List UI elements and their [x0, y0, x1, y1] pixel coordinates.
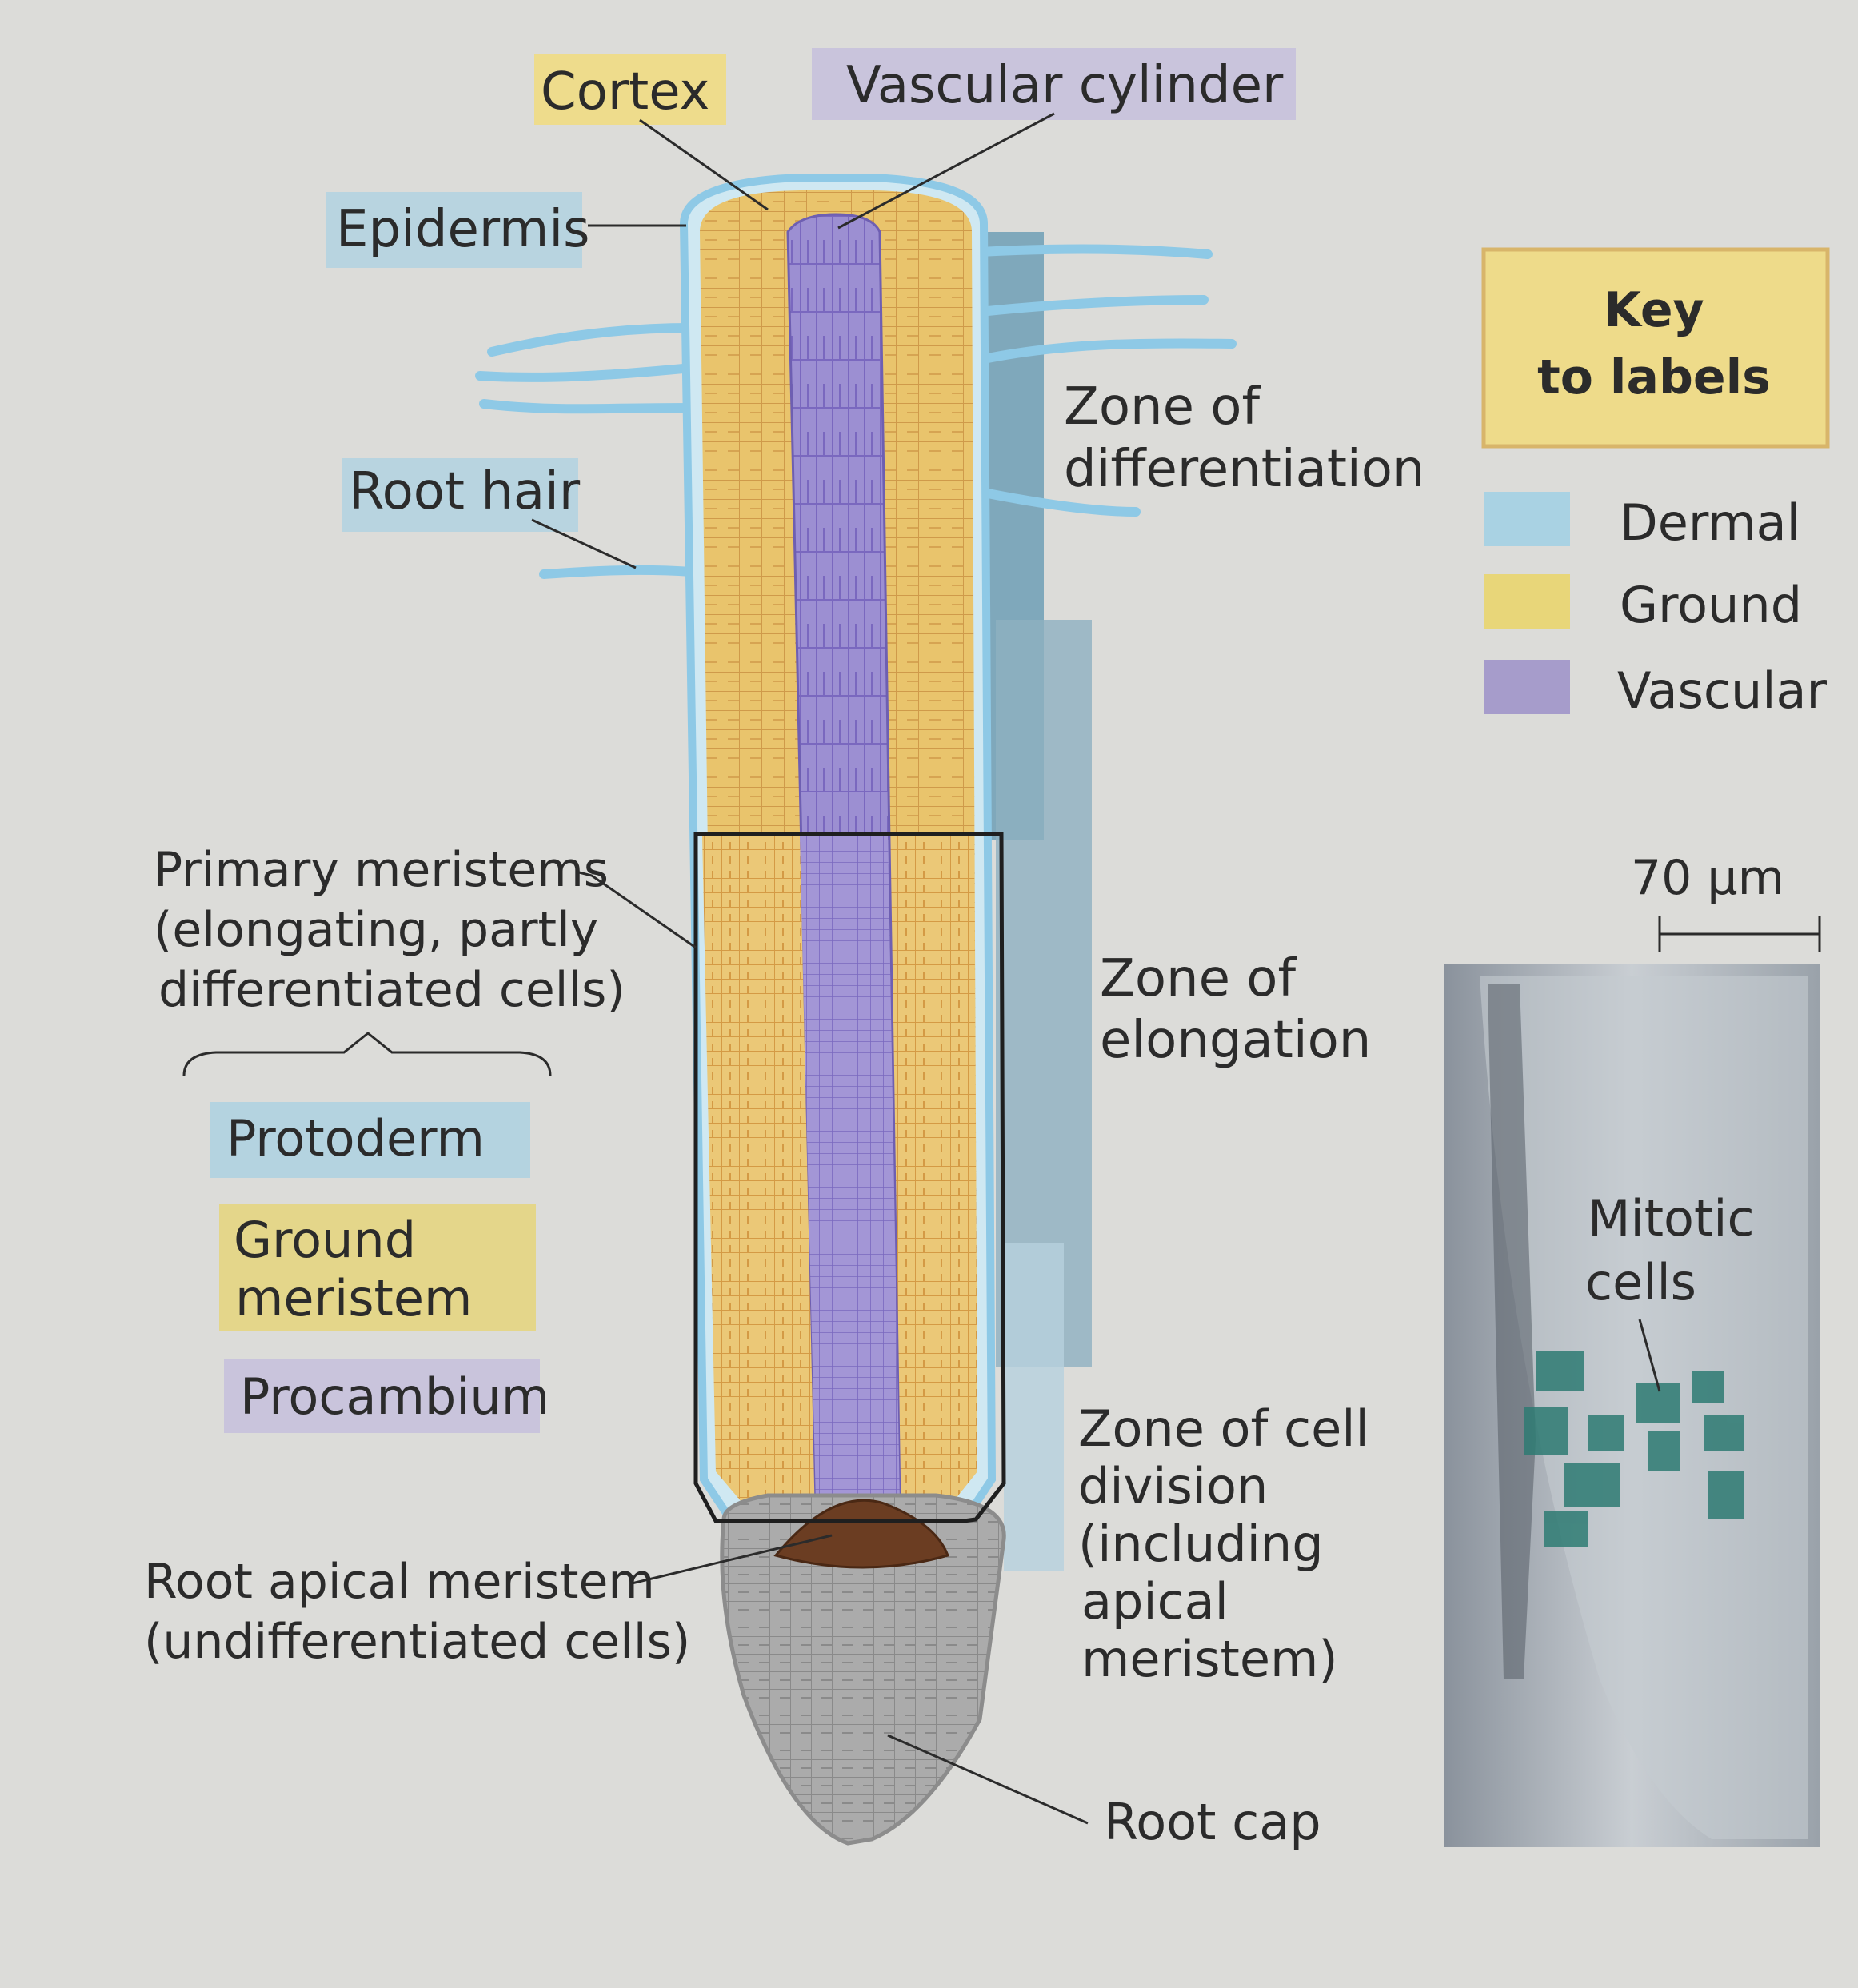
label-zone-cell-division-line2: division	[1078, 1457, 1268, 1515]
key-panel: Key to labels Dermal Ground Vascular	[1481, 247, 1830, 720]
leader-cortex	[639, 118, 769, 211]
key-title-line2: to labels	[1537, 349, 1771, 405]
root-hairs	[475, 244, 1237, 579]
leader-lines	[531, 112, 1089, 1825]
mitotic-cells-label-line2: cells	[1585, 1253, 1696, 1311]
label-primary-meristems-line2: (elongating, partly	[154, 902, 598, 958]
label-root-cap: Root cap	[1104, 1793, 1321, 1851]
key-label-dermal: Dermal	[1620, 493, 1800, 552]
leader-root-hair	[531, 518, 637, 569]
label-epidermis: Epidermis	[336, 200, 590, 259]
label-root-apical-meristem-line2: (undifferentiated cells)	[144, 1614, 690, 1670]
label-ground-meristem-line1: Ground	[234, 1211, 416, 1269]
key-swatch-vascular	[1484, 660, 1570, 714]
key-swatch-dermal	[1484, 492, 1570, 546]
label-zone-differentiation-line2: differentiation	[1064, 440, 1424, 499]
label-zone-cell-division-line3: (including	[1078, 1515, 1324, 1573]
scale-bar	[1658, 916, 1821, 952]
key-title-line1: Key	[1604, 282, 1704, 338]
label-zone-cell-division-line4: apical	[1081, 1572, 1229, 1631]
label-zone-elongation-line2: elongation	[1100, 1011, 1371, 1070]
key-label-ground: Ground	[1620, 576, 1802, 634]
apical-meristem-tissue	[773, 1499, 949, 1569]
label-ground-meristem-line2: meristem	[235, 1269, 472, 1327]
zone-bar-cell-division	[1004, 1243, 1064, 1571]
zone-bars	[984, 232, 1092, 1571]
label-procambium: Procambium	[240, 1367, 549, 1426]
label-zone-differentiation-line1: Zone of	[1064, 377, 1261, 437]
label-zone-cell-division-line1: Zone of cell	[1078, 1399, 1369, 1458]
label-primary-meristems-line3: differentiated cells)	[158, 962, 625, 1018]
label-backgrounds	[210, 48, 1296, 1433]
labels: Cortex Vascular cylinder Epidermis Root …	[144, 56, 1424, 1851]
leader-primary-meristems	[575, 870, 697, 949]
scale-bar-label: 70 µm	[1631, 850, 1784, 906]
key-swatch-ground	[1484, 574, 1570, 629]
label-cortex: Cortex	[541, 62, 709, 122]
leader-root-apical-meristem	[631, 1534, 833, 1585]
stained-cells	[1524, 1351, 1744, 1547]
micrograph: Mitotic cells 70 µm	[1444, 850, 1821, 1847]
bracket	[182, 1032, 552, 1076]
leader-vascular-cylinder	[837, 112, 1055, 230]
label-protoderm: Protoderm	[226, 1109, 485, 1168]
mitotic-cells-label-line1: Mitotic	[1588, 1189, 1755, 1247]
key-title-box	[1481, 247, 1830, 449]
primary-meristem-outline	[693, 832, 1006, 1523]
label-root-hair: Root hair	[349, 462, 581, 521]
label-zone-cell-division-line5: meristem)	[1081, 1630, 1338, 1688]
label-root-apical-meristem-line1: Root apical meristem	[144, 1554, 655, 1610]
zone-bar-elongation	[996, 620, 1092, 1367]
label-primary-meristems-line1: Primary meristems	[154, 842, 609, 898]
key-label-vascular: Vascular	[1617, 661, 1827, 720]
label-vascular-cylinder: Vascular cylinder	[846, 56, 1284, 115]
leader-root-cap	[887, 1734, 1089, 1825]
root-body	[679, 174, 1006, 1846]
label-zone-elongation-line1: Zone of	[1100, 949, 1297, 1008]
